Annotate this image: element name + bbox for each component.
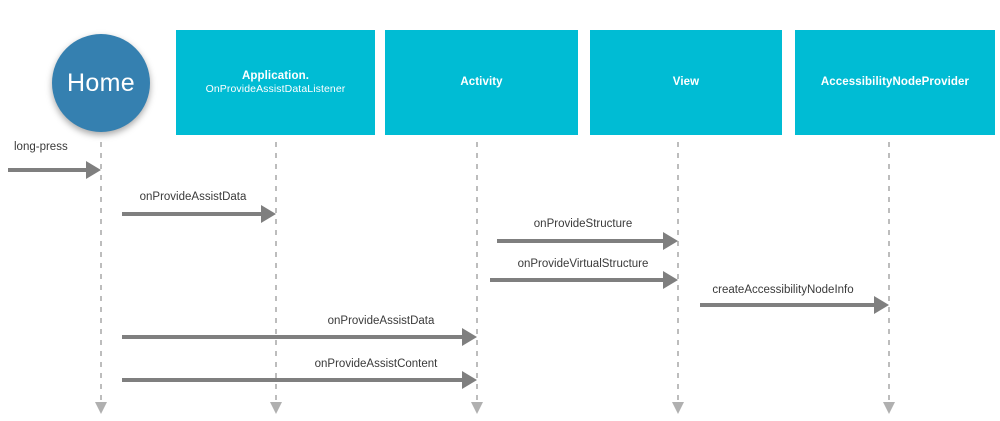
message-label-on-provide-assist-data-2: onProvideAssistData bbox=[327, 315, 435, 327]
lifeline-end-arrow-home bbox=[95, 402, 107, 414]
message-arrowhead-on-provide-assist-data-1 bbox=[261, 205, 276, 223]
actor-home-label: Home bbox=[67, 68, 135, 97]
message-arrowhead-long-press bbox=[86, 161, 101, 179]
message-arrow-long-press[interactable] bbox=[8, 161, 101, 179]
message-arrow-on-provide-assist-content[interactable] bbox=[122, 371, 477, 389]
message-arrow-on-provide-assist-data-1[interactable] bbox=[122, 205, 276, 223]
message-arrowhead-on-provide-structure bbox=[663, 232, 678, 250]
actor-activity-title: Activity bbox=[460, 76, 503, 89]
actor-accessibility-node-provider-label: AccessibilityNodeProvider bbox=[815, 75, 975, 89]
message-arrow-on-provide-assist-data-2[interactable] bbox=[122, 328, 477, 346]
lifeline-end-arrow-accessibility_node_provider bbox=[883, 402, 895, 414]
message-arrowhead-on-provide-virtual-structure bbox=[663, 271, 678, 289]
message-arrowhead-on-provide-assist-data-2 bbox=[462, 328, 477, 346]
lifeline-end-arrow-application bbox=[270, 402, 282, 414]
actor-application-label: Application. OnProvideAssistDataListener bbox=[200, 69, 352, 97]
actor-activity-label: Activity bbox=[454, 75, 508, 89]
actor-application-title: Application. bbox=[241, 69, 309, 82]
message-arrow-on-provide-structure[interactable] bbox=[497, 232, 678, 250]
message-arrowhead-create-accessibility-node-info bbox=[874, 296, 889, 314]
message-label-long-press: long-press bbox=[14, 141, 68, 153]
message-label-on-provide-structure: onProvideStructure bbox=[533, 218, 633, 230]
actor-application[interactable]: Application. OnProvideAssistDataListener bbox=[176, 30, 375, 135]
actor-accessibility-node-provider-title: AccessibilityNodeProvider bbox=[820, 76, 970, 89]
lifeline-end-arrow-activity bbox=[471, 402, 483, 414]
actor-view-title: View bbox=[672, 76, 700, 89]
message-arrow-create-accessibility-node-info[interactable] bbox=[700, 296, 889, 314]
actor-view-label: View bbox=[667, 75, 705, 89]
actor-application-subtitle: OnProvideAssistDataListener bbox=[205, 83, 346, 96]
message-label-on-provide-virtual-structure: onProvideVirtualStructure bbox=[517, 258, 649, 270]
message-label-on-provide-assist-data-1: onProvideAssistData bbox=[139, 191, 247, 203]
actor-activity[interactable]: Activity bbox=[385, 30, 578, 135]
actor-accessibility-node-provider[interactable]: AccessibilityNodeProvider bbox=[795, 30, 995, 135]
lifelines-group bbox=[95, 142, 895, 414]
message-label-on-provide-assist-content: onProvideAssistContent bbox=[314, 358, 438, 370]
message-label-create-accessibility-node-info: createAccessibilityNodeInfo bbox=[712, 284, 854, 296]
message-arrowhead-on-provide-assist-content bbox=[462, 371, 477, 389]
lifeline-end-arrow-view bbox=[672, 402, 684, 414]
message-arrow-on-provide-virtual-structure[interactable] bbox=[490, 271, 678, 289]
message-arrows-group bbox=[8, 161, 889, 389]
actor-view[interactable]: View bbox=[590, 30, 782, 135]
actor-home[interactable]: Home bbox=[52, 34, 150, 132]
